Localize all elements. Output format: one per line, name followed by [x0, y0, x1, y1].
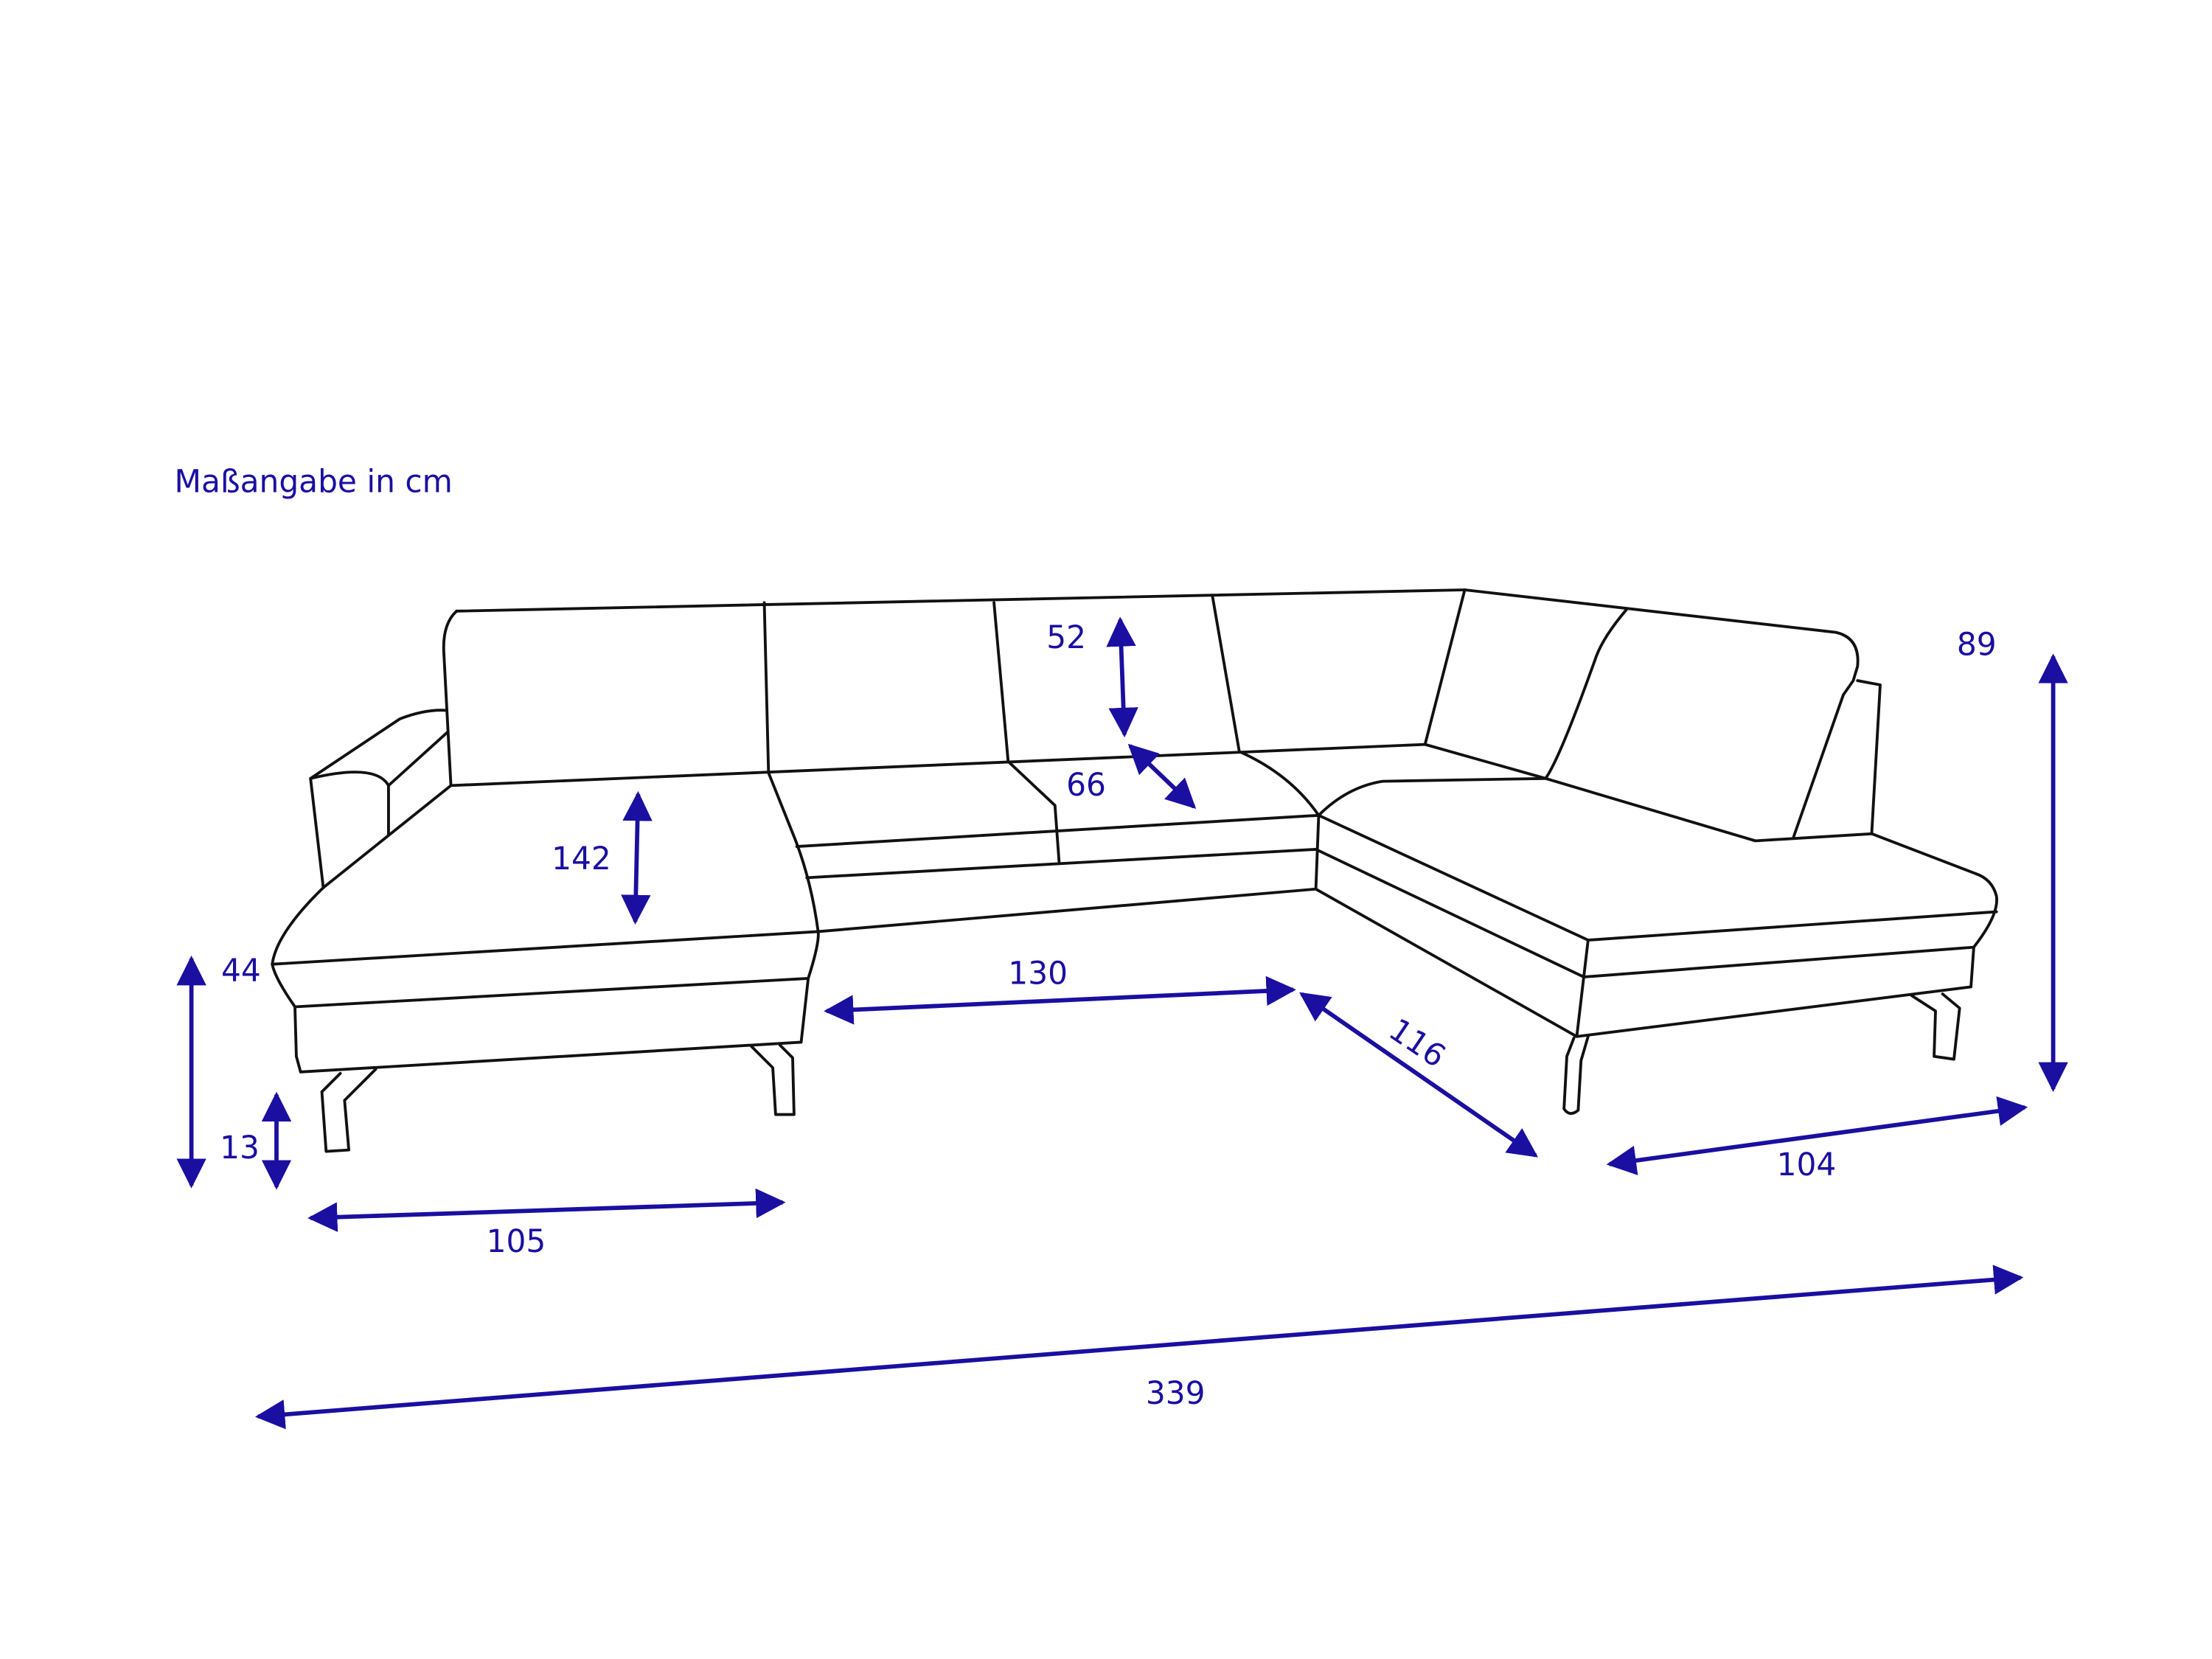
arrow-total-width: [254, 1265, 2024, 1430]
sofa-outline: [271, 588, 1998, 1153]
label-total-width: 339: [1146, 1375, 1206, 1411]
label-chaise-width: 105: [487, 1223, 546, 1259]
arrow-middle-width: [824, 975, 1296, 1025]
dimension-labels: 52 66 142 44 13 105 130 116 104 89 339: [220, 619, 1997, 1411]
arrow-chaise-depth: [621, 790, 653, 925]
label-right-width: 104: [1777, 1147, 1837, 1183]
label-total-height: 89: [1957, 626, 1997, 662]
label-seat-height: 44: [221, 953, 261, 989]
label-backrest-height: 52: [1046, 619, 1086, 655]
label-corner-width: 116: [1382, 1012, 1452, 1075]
arrow-chaise-width: [307, 1188, 786, 1232]
label-seat-depth: 66: [1066, 767, 1106, 803]
arrow-seat-depth: [1127, 743, 1197, 810]
diagram-title: Maßangabe in cm: [175, 463, 453, 499]
label-chaise-depth: 142: [552, 841, 611, 877]
arrow-backrest-height: [1106, 616, 1138, 738]
arrow-right-width: [1606, 1096, 2028, 1175]
label-leg-height: 13: [220, 1130, 260, 1166]
dimension-arrows: [176, 616, 2068, 1430]
arrow-corner-width: [1299, 992, 1539, 1158]
label-middle-width: 130: [1008, 956, 1068, 992]
